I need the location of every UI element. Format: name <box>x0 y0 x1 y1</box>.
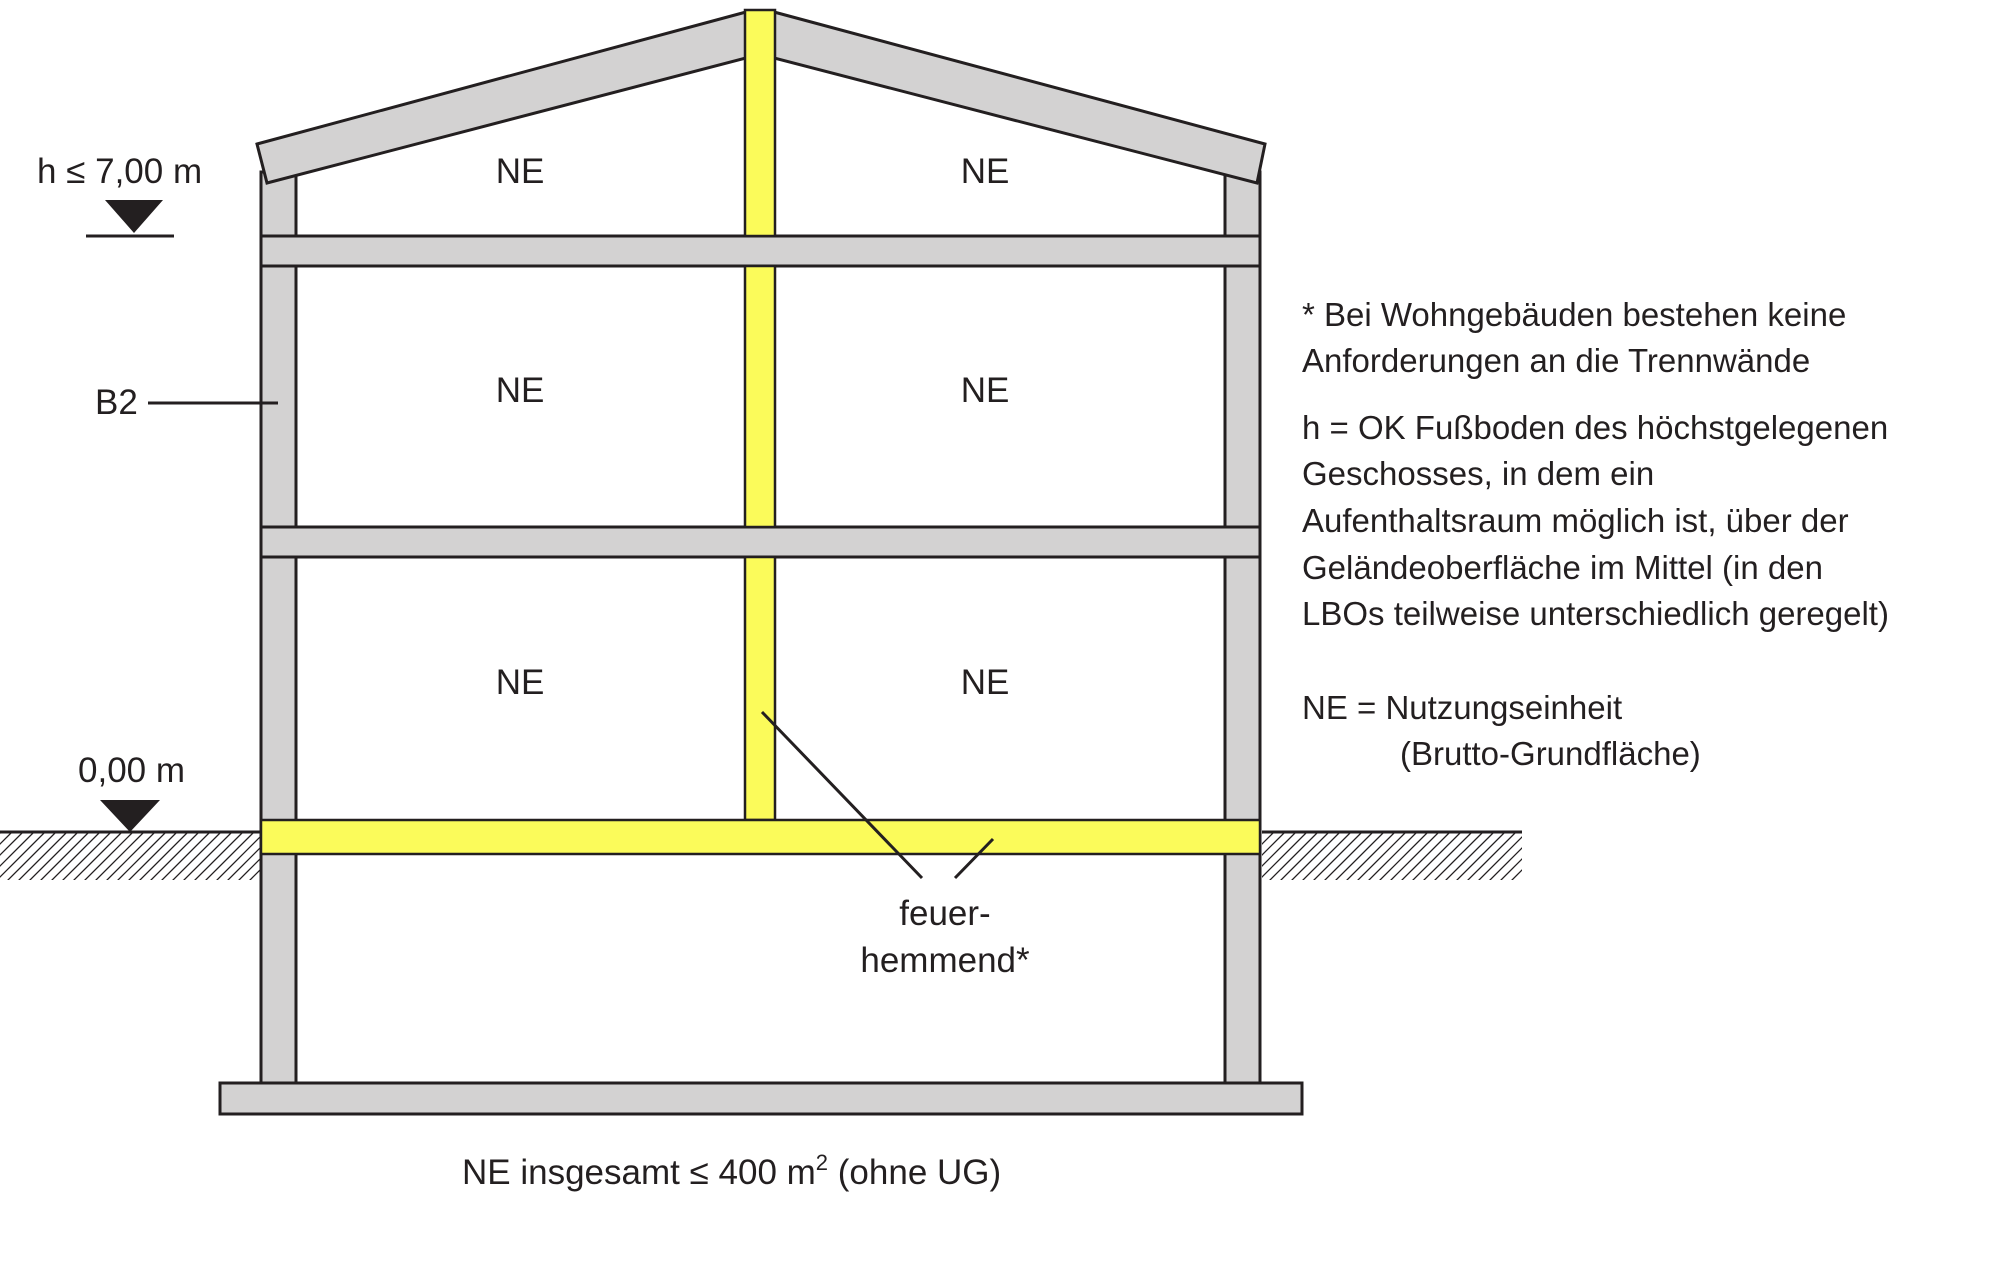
note-h-line2: Geschosses, in dem ein <box>1302 455 1654 492</box>
hatch-stroke <box>1357 832 1407 880</box>
ground-hatch-left <box>0 832 260 880</box>
hatch-stroke <box>0 832 2 834</box>
ne-label-attic-left: NE <box>496 152 545 191</box>
hatch-stroke <box>216 836 260 880</box>
hatch-stroke <box>1262 832 1286 856</box>
outer-wall-left <box>259 170 298 1085</box>
outer-wall-right <box>1223 170 1262 1085</box>
note-wohn-line1: * Bei Wohngebäuden bestehen keine <box>1302 296 1846 333</box>
hatch-stroke <box>84 832 134 880</box>
hatch-stroke <box>1532 832 1582 882</box>
fire-leader-ceiling <box>953 837 995 880</box>
fire-leader-wall <box>760 710 924 880</box>
level-ground-triangle <box>100 800 160 832</box>
separation-wall-ground <box>743 555 777 822</box>
hatch-stroke <box>249 869 260 880</box>
ne-label-ground-left: NE <box>496 663 545 702</box>
hatch-stroke <box>0 832 35 867</box>
hatch-stroke <box>1262 832 1275 845</box>
hatch-stroke <box>194 832 244 880</box>
roof-right <box>772 10 1267 185</box>
hatch-stroke <box>1500 858 1522 880</box>
hatch-stroke <box>1280 832 1330 880</box>
hatch-stroke <box>1456 832 1506 880</box>
hatch-stroke <box>1423 832 1473 880</box>
hatch-stroke <box>51 832 101 880</box>
footer-note: NE insgesamt ≤ 400 m2 (ohne UG) <box>462 1150 1001 1192</box>
ground-hatch-right <box>1262 832 1582 882</box>
note-wohn-line2: Anforderungen an die Trennwände <box>1302 342 1810 379</box>
hatch-stroke <box>40 832 90 880</box>
hatch-stroke <box>1313 832 1363 880</box>
note-h-line5: LBOs teilweise unterschiedlich geregelt) <box>1302 595 1889 632</box>
hatch-stroke <box>1262 832 1297 867</box>
hatch-stroke <box>0 832 24 856</box>
ne-label-upper-right: NE <box>961 371 1010 410</box>
hatch-stroke <box>1335 832 1385 880</box>
hatch-stroke <box>1379 832 1429 880</box>
hatch-stroke <box>128 832 178 880</box>
footer-superscript: 2 <box>816 1150 828 1175</box>
hatch-stroke <box>0 832 46 878</box>
footer-tail: (ohne UG) <box>828 1153 1001 1192</box>
ne-label-attic-right: NE <box>961 152 1010 191</box>
note-ne-line2: (Brutto-Grundfläche) <box>1400 735 1701 772</box>
separation-wall-attic <box>743 8 777 238</box>
hatch-stroke <box>1412 832 1462 880</box>
hatch-stroke <box>1390 832 1440 880</box>
ne-label-ground-right: NE <box>961 663 1010 702</box>
hatch-stroke <box>1262 832 1308 878</box>
foundation-slab <box>218 1081 1304 1116</box>
hatch-stroke <box>1368 832 1418 880</box>
notes-block: * Bei Wohngebäuden bestehen keine Anford… <box>1302 296 1889 772</box>
level-top-triangle <box>105 200 163 233</box>
hatch-stroke <box>139 832 189 880</box>
ceiling-middle <box>259 525 1262 559</box>
hatch-stroke <box>227 847 260 880</box>
hatch-stroke <box>1346 832 1396 880</box>
fire-label-line2: hemmend* <box>860 941 1030 980</box>
note-h-line1: h = OK Fußboden des höchstgelegenen <box>1302 409 1888 446</box>
fire-label-line1: feuer- <box>899 894 990 933</box>
level-top-label: h ≤ 7,00 m <box>37 152 202 191</box>
hatch-stroke <box>18 832 68 880</box>
ne-label-upper-left: NE <box>496 371 545 410</box>
hatch-stroke <box>73 832 123 880</box>
hatch-stroke <box>29 832 79 880</box>
hatch-stroke <box>172 832 222 880</box>
hatch-stroke <box>117 832 167 880</box>
hatch-stroke <box>1478 836 1522 880</box>
hatch-stroke <box>95 832 145 880</box>
hatch-stroke <box>1467 832 1517 880</box>
hatch-stroke <box>238 858 260 880</box>
hatch-stroke <box>1324 832 1374 880</box>
hatch-stroke <box>150 832 200 880</box>
basement-ceiling <box>259 818 1262 856</box>
hatch-stroke <box>1291 832 1341 880</box>
hatch-stroke <box>62 832 112 880</box>
hatch-stroke <box>1302 832 1352 880</box>
ceiling-upper <box>259 234 1262 268</box>
hatch-stroke <box>1401 832 1451 880</box>
note-h-line4: Geländeoberfläche im Mittel (in den <box>1302 549 1823 586</box>
hatch-stroke <box>106 832 156 880</box>
hatch-stroke <box>183 832 233 880</box>
hatch-stroke <box>1445 832 1495 880</box>
hatch-stroke <box>7 832 57 880</box>
separation-wall-upper <box>743 264 777 529</box>
wall-class-label: B2 <box>95 383 138 422</box>
hatch-stroke <box>1521 832 1571 882</box>
level-ground-label: 0,00 m <box>78 751 185 790</box>
hatch-stroke <box>205 832 255 880</box>
hatch-stroke <box>1269 832 1319 880</box>
note-h-line3: Aufenthaltsraum möglich ist, über der <box>1302 502 1849 539</box>
hatch-stroke <box>1489 847 1522 880</box>
hatch-stroke <box>1511 869 1522 880</box>
hatch-stroke <box>161 832 211 880</box>
footer-text: NE insgesamt ≤ 400 m <box>462 1153 816 1192</box>
hatch-stroke <box>0 832 13 845</box>
hatch-stroke <box>1434 832 1484 880</box>
note-ne-line1: NE = Nutzungseinheit <box>1302 689 1622 726</box>
